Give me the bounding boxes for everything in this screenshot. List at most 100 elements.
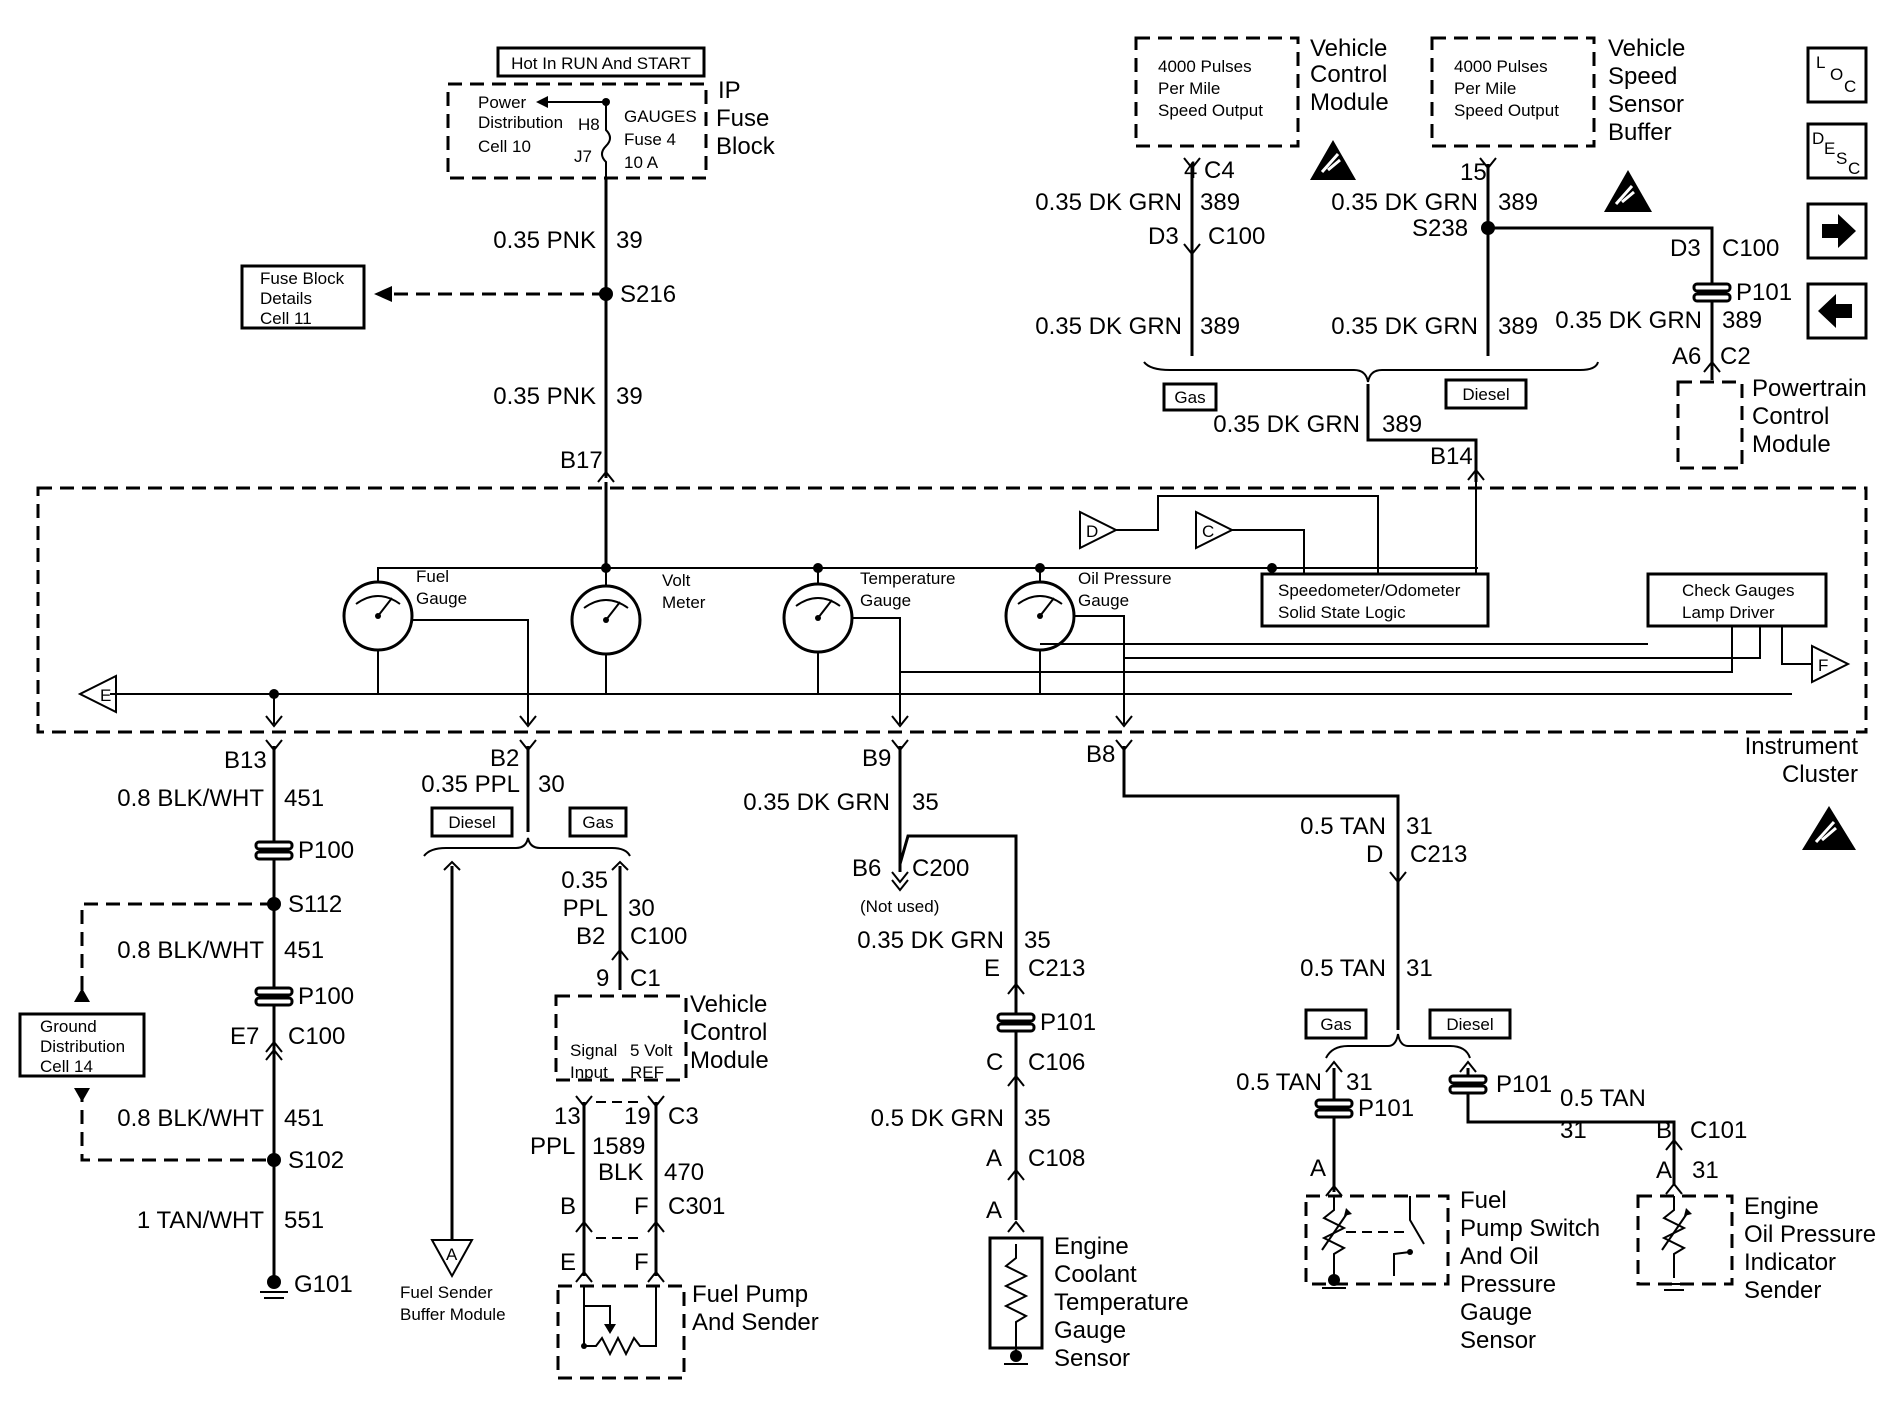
b13-label: B13 bbox=[224, 747, 267, 774]
ground-wire-4-gauge: 1 TAN/WHT bbox=[137, 1207, 264, 1234]
ground-wire-4-circuit: 551 bbox=[284, 1207, 324, 1234]
svg-text:4000 Pulses: 4000 Pulses bbox=[1158, 57, 1252, 76]
temp-wire-circuit: 35 bbox=[912, 789, 939, 816]
temp-a-label: A bbox=[986, 1145, 1002, 1172]
fuel-c1-label: C1 bbox=[630, 965, 661, 992]
vcm-c100: C100 bbox=[1208, 223, 1265, 250]
check-gauges-box bbox=[1646, 572, 1828, 628]
svg-text:10 A: 10 A bbox=[624, 153, 659, 172]
check-gauges-f-wire bbox=[1781, 626, 1812, 665]
svg-text:Solid State Logic: Solid State Logic bbox=[1278, 603, 1406, 622]
speed-gas-label: Gas bbox=[1174, 388, 1205, 407]
oil-switch-sensor-icon bbox=[1321, 1196, 1425, 1289]
svg-text:Check Gauges: Check Gauges bbox=[1682, 581, 1794, 600]
temp-b6-label: B6 bbox=[852, 855, 881, 882]
coolant-sensor-ground-icon bbox=[1004, 1350, 1028, 1365]
speed-gas-box bbox=[1162, 382, 1218, 412]
previous-page-button[interactable] bbox=[1806, 282, 1868, 340]
svg-text:Signal: Signal bbox=[570, 1041, 617, 1060]
pcm-title: Powertrain Control Module bbox=[1752, 375, 1867, 458]
svg-text:C: C bbox=[1202, 522, 1214, 541]
oil-wire4-gauge: 0.5 TAN bbox=[1560, 1085, 1646, 1112]
svg-text:5 Volt: 5 Volt bbox=[630, 1041, 673, 1060]
fuse-block-details-box bbox=[240, 264, 366, 330]
svg-text:GAUGES: GAUGES bbox=[624, 107, 697, 126]
loc-nav-button[interactable]: L O C bbox=[1806, 46, 1868, 104]
oil-a2-label: A bbox=[1656, 1157, 1672, 1184]
esd-icon-vcm bbox=[1310, 140, 1356, 180]
oil-gas-connector-icon bbox=[1325, 1060, 1343, 1073]
svg-text:0.35: 0.35 bbox=[561, 867, 608, 894]
ref-f-icon: F bbox=[1811, 644, 1851, 684]
fuel-diesel-box bbox=[430, 806, 514, 838]
ground-wire-1-circuit: 451 bbox=[284, 785, 324, 812]
svg-text:Oil Pressure: Oil Pressure bbox=[1744, 1221, 1876, 1248]
oil-c213-connector-icon bbox=[1389, 871, 1407, 884]
ground-distribution-box bbox=[18, 1012, 146, 1078]
p100b-label: P100 bbox=[298, 983, 354, 1010]
pcm-wire-389 bbox=[1488, 226, 1714, 380]
svg-text:F: F bbox=[1818, 656, 1828, 675]
temp-wire2-circuit: 35 bbox=[1024, 927, 1051, 954]
fuel-b2-label: B2 bbox=[490, 745, 519, 772]
ground-dist-up-arrow-icon bbox=[74, 988, 90, 1002]
speed-diesel-box bbox=[1444, 378, 1528, 410]
svg-text:Vehicle: Vehicle bbox=[690, 991, 767, 1018]
g101-label: G101 bbox=[294, 1271, 353, 1298]
fuel-c100-connector-icon bbox=[611, 948, 629, 961]
temp-b9-label: B9 bbox=[862, 745, 891, 772]
fuel-buffer-ref-icon: A bbox=[430, 1239, 474, 1279]
svg-text:Fuse: Fuse bbox=[716, 105, 769, 132]
oil-circuit5: 31 bbox=[1692, 1157, 1719, 1184]
pcm-p101-connector-icon-2 bbox=[1692, 292, 1732, 303]
svg-text:Module: Module bbox=[1310, 89, 1389, 116]
next-page-button[interactable] bbox=[1806, 202, 1868, 260]
power-distribution-label: Power Distribution Cell 10 bbox=[478, 93, 563, 156]
p100a-connector-icon-2 bbox=[254, 850, 294, 861]
speed-wire-gauge: 0.35 DK GRN bbox=[1213, 411, 1360, 438]
svg-text:D: D bbox=[1812, 129, 1824, 148]
fuel-gas-box bbox=[568, 806, 628, 838]
fuel-pump-sender-label: Fuel Pump And Sender bbox=[692, 1281, 819, 1336]
svg-text:Engine: Engine bbox=[1744, 1193, 1819, 1220]
fuse-block-details-arrow-icon bbox=[374, 286, 392, 302]
vcm-c4: C4 bbox=[1204, 157, 1235, 184]
fuel-5v-ref-label: 5 Volt REF bbox=[630, 1041, 673, 1082]
svg-text:Distribution: Distribution bbox=[478, 113, 563, 132]
check-gauges-label: Check Gauges Lamp Driver bbox=[1682, 581, 1794, 622]
svg-text:Engine: Engine bbox=[1054, 1233, 1129, 1260]
oil-gas-box bbox=[1304, 1008, 1368, 1040]
svg-text:Control: Control bbox=[1310, 61, 1387, 88]
svg-text:And Oil: And Oil bbox=[1460, 1243, 1539, 1270]
ref-c-wire bbox=[1232, 529, 1305, 590]
oil-wire4-circuit: 31 bbox=[1560, 1117, 1587, 1144]
oil-wire3-gauge: 0.5 TAN bbox=[1236, 1069, 1322, 1096]
oil-pressure-gauge-label: Oil Pressure Gauge bbox=[1078, 569, 1172, 610]
temperature-gauge-label: Temperature Gauge bbox=[860, 569, 955, 610]
b2-arrow-icon bbox=[519, 715, 537, 728]
oil-check-link bbox=[1124, 626, 1761, 659]
fuel-e-label: E bbox=[560, 1249, 576, 1276]
fuel-pin19: 19 bbox=[624, 1103, 651, 1130]
b14-label: B14 bbox=[1430, 443, 1473, 470]
svg-text:Input: Input bbox=[570, 1063, 608, 1082]
vcm-wire-circuit-top: 389 bbox=[1200, 189, 1240, 216]
oil-gauge-signal bbox=[1074, 615, 1125, 724]
oil-sender-sensor-icon bbox=[1660, 1196, 1692, 1291]
desc-nav-button[interactable]: D E S C bbox=[1806, 122, 1868, 180]
fuel-ppl: PPL bbox=[530, 1133, 575, 1160]
s102-label: S102 bbox=[288, 1147, 344, 1174]
ground-c100-label: C100 bbox=[288, 1023, 345, 1050]
oil-diesel-label: Diesel bbox=[1446, 1015, 1493, 1034]
ref-d-icon: D bbox=[1079, 510, 1119, 550]
fuel-wire-circuit: 30 bbox=[538, 771, 565, 798]
oil-switch-label: Fuel Pump Switch And Oil Pressure Gauge … bbox=[1460, 1187, 1600, 1354]
svg-text:Cell 14: Cell 14 bbox=[40, 1057, 93, 1076]
svg-text:Per Mile: Per Mile bbox=[1158, 79, 1220, 98]
svg-text:Sensor: Sensor bbox=[1460, 1327, 1536, 1354]
svg-text:O: O bbox=[1830, 65, 1843, 84]
instrument-cluster-box bbox=[36, 486, 1868, 734]
svg-text:Fuse Block: Fuse Block bbox=[260, 269, 345, 288]
svg-text:Instrument: Instrument bbox=[1745, 733, 1859, 760]
svg-text:E: E bbox=[100, 686, 111, 705]
